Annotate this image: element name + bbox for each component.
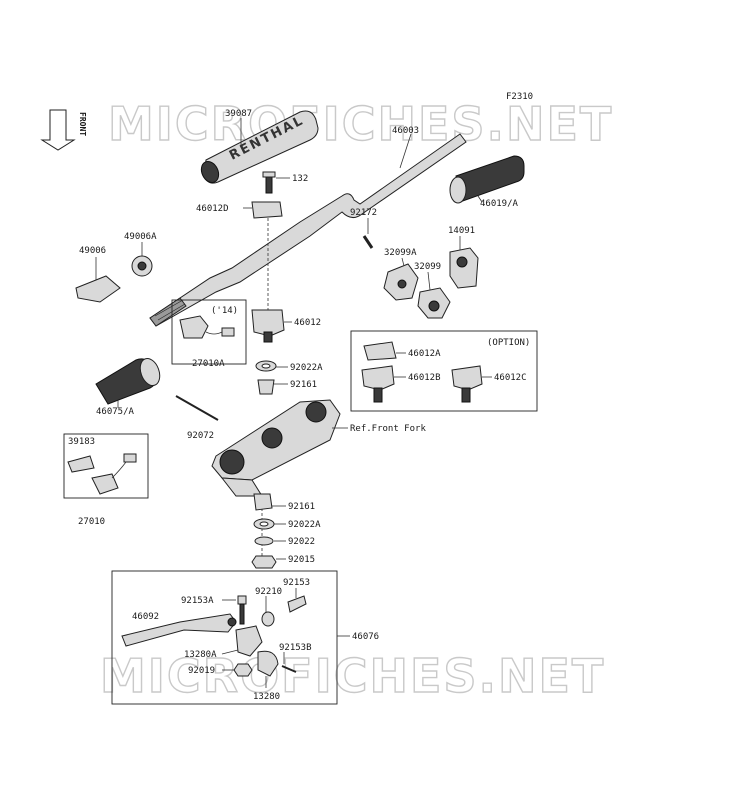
- upper-clamp: [251, 201, 283, 219]
- triple-clamp: [211, 399, 341, 497]
- label-27010: 27010: [78, 517, 105, 527]
- label-46012: 46012: [294, 318, 321, 328]
- lever-box: [111, 570, 338, 705]
- label-46012a: 46012A: [408, 349, 441, 359]
- option-box: [350, 330, 538, 412]
- switch-box-14: [171, 299, 247, 365]
- label-92153b: 92153B: [279, 643, 312, 653]
- washer-92022: [254, 536, 274, 546]
- nut-92015: [251, 555, 277, 569]
- label-92022a-bot: 92022A: [288, 520, 321, 530]
- label-27010a: 27010A: [192, 359, 225, 369]
- label-13280a: 13280A: [184, 650, 217, 660]
- label-92019: 92019: [188, 666, 215, 676]
- label-92161-top: 92161: [290, 380, 317, 390]
- label-92210: 92210: [255, 587, 282, 597]
- holder-46012: [251, 309, 285, 343]
- label-49006a: 49006A: [124, 232, 157, 242]
- option-label: (OPTION): [487, 338, 530, 348]
- label-92161-bot: 92161: [288, 502, 315, 512]
- label-14091: 14091: [448, 226, 475, 236]
- ref-front-fork: Ref.Front Fork: [350, 424, 426, 434]
- label-13280: 13280: [253, 692, 280, 702]
- housing-32099a: [383, 263, 419, 301]
- handlebar: [149, 133, 467, 327]
- throttle-grip: [449, 155, 525, 204]
- holder-46012b: [361, 365, 395, 403]
- clamp-13280: [257, 650, 279, 677]
- label-46076: 46076: [352, 632, 379, 642]
- holder-46012c: [451, 365, 483, 403]
- lever-perch: [235, 625, 263, 657]
- guard-49006: [75, 275, 121, 303]
- label-32099a: 32099A: [384, 248, 417, 258]
- switch-box: [63, 433, 149, 499]
- watermark-bottom: MICROFICHES.NET: [100, 649, 605, 703]
- bolt-92153a: [237, 595, 247, 625]
- switch-27010: [67, 453, 137, 495]
- label-46012c: 46012C: [494, 373, 527, 383]
- label-92153a: 92153A: [181, 596, 214, 606]
- figure-code: F2310: [506, 92, 533, 102]
- switch-27010a: [179, 315, 235, 339]
- clamp-bolt: [262, 171, 276, 194]
- label-46012d: 46012D: [196, 204, 229, 214]
- label-132: 132: [292, 174, 308, 184]
- left-grip: [95, 357, 161, 405]
- clutch-lever: [121, 613, 237, 647]
- label-46092: 46092: [132, 612, 159, 622]
- label-46003: 46003: [392, 126, 419, 136]
- label-46075a: 46075/A: [96, 407, 135, 417]
- housing-32099: [417, 287, 451, 319]
- label-46012b: 46012B: [408, 373, 441, 383]
- label-39087: 39087: [225, 109, 252, 119]
- front-arrow-icon: [40, 109, 76, 151]
- adjuster-92210: [261, 611, 275, 627]
- label-32099: 32099: [414, 262, 441, 272]
- label-92022: 92022: [288, 537, 315, 547]
- washer-92022a-top: [255, 360, 277, 372]
- washer-92022a-bot: [253, 518, 275, 530]
- label-92172: 92172: [350, 208, 377, 218]
- front-label: FRONT: [78, 112, 87, 136]
- label-39183: 39183: [68, 437, 95, 447]
- label-92153: 92153: [283, 578, 310, 588]
- label-92072: 92072: [187, 431, 214, 441]
- label-92022a-top: 92022A: [290, 363, 323, 373]
- label-92015: 92015: [288, 555, 315, 565]
- cover-14091: [449, 247, 479, 289]
- cable-tie: [175, 395, 219, 421]
- version-note: ('14): [211, 306, 238, 316]
- bolt-92153b: [281, 665, 297, 673]
- holder-46012a: [363, 341, 397, 361]
- watermark-top: MICROFICHES.NET: [108, 97, 613, 151]
- bushing-92161-bot: [253, 493, 273, 511]
- bolt-92153: [287, 595, 307, 613]
- nut-92019: [233, 663, 253, 677]
- label-46019a: 46019/A: [480, 199, 519, 209]
- label-49006: 49006: [79, 246, 106, 256]
- cap-49006a: [131, 255, 153, 277]
- screw-92172: [362, 235, 374, 249]
- bushing-92161-top: [257, 379, 275, 395]
